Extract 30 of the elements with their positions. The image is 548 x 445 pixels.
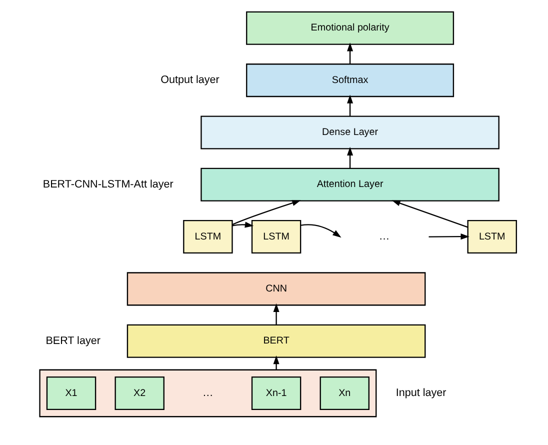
- node-box: Dense Layer: [200, 116, 499, 150]
- node-box: Emotional polarity: [246, 11, 454, 45]
- arrow: [428, 234, 469, 240]
- label: Input layer: [395, 387, 446, 400]
- node-box: LSTM: [182, 220, 232, 254]
- node-box: Xn-1: [250, 376, 301, 410]
- arrow: [346, 94, 353, 116]
- arrow: [272, 303, 279, 325]
- label: …: [202, 387, 213, 400]
- node-box: BERT: [126, 324, 426, 358]
- node-box: X2: [114, 376, 164, 410]
- arrow: [300, 224, 341, 238]
- label: Output layer: [160, 74, 219, 86]
- label: …: [378, 230, 390, 243]
- arrow: [232, 200, 300, 226]
- arrow: [391, 200, 468, 228]
- arrow: [346, 42, 353, 64]
- cluster: [38, 369, 376, 418]
- node-box: LSTM: [466, 220, 516, 254]
- node-box: Softmax: [246, 64, 454, 98]
- node-box: LSTM: [250, 220, 301, 254]
- arrow: [232, 222, 254, 228]
- arrow: [346, 146, 353, 168]
- node-box: Attention Layer: [200, 168, 499, 202]
- label: BERT layer: [45, 334, 100, 347]
- label: BERT-CNN-LSTM-Att layer: [42, 178, 173, 190]
- arrow: [272, 356, 279, 370]
- node-box: CNN: [126, 272, 426, 306]
- node-box: Xn: [319, 376, 369, 410]
- node-box: X1: [46, 376, 96, 410]
